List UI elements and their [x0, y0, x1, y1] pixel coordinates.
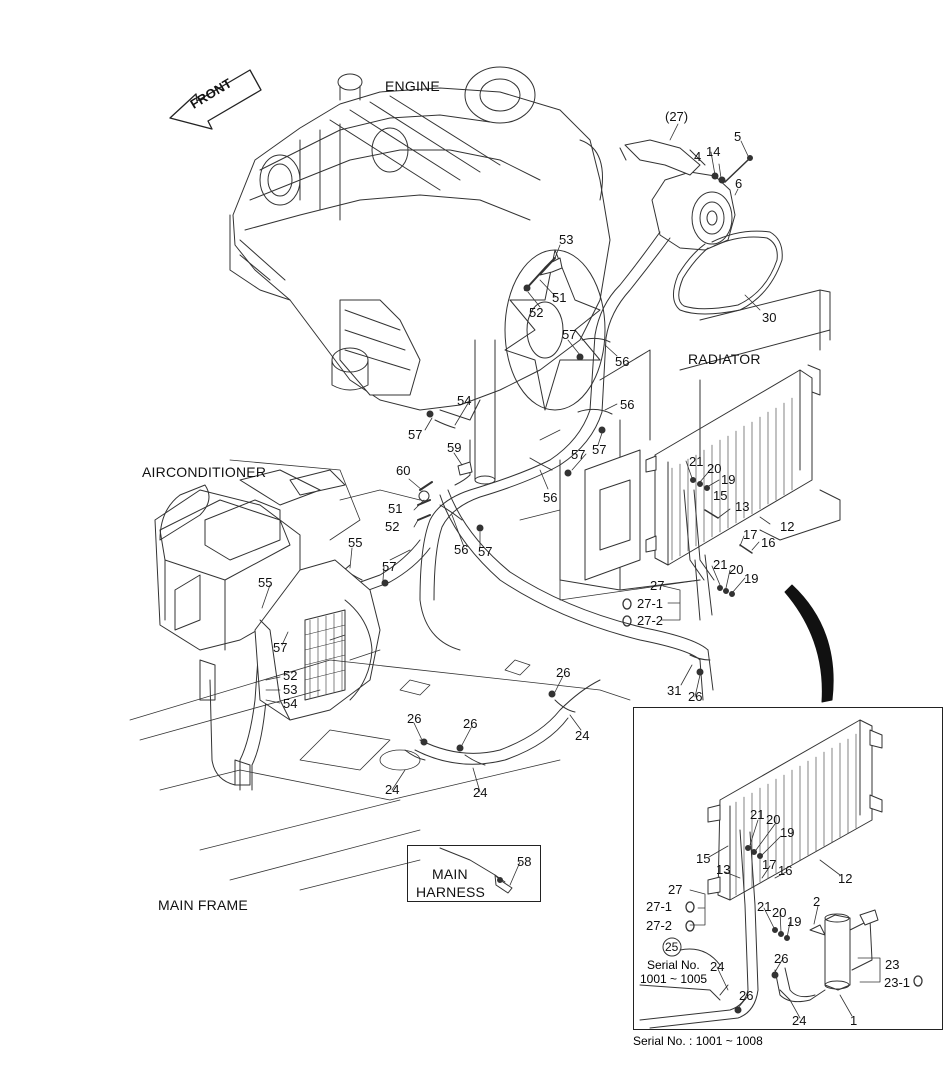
callout-57-f: 57	[382, 559, 397, 574]
callout-26-b: 26	[688, 689, 703, 704]
callout-57-d: 57	[571, 447, 586, 462]
serial-note-line1: Serial No.	[647, 958, 700, 972]
callout-19: 19	[721, 472, 736, 487]
front-arrow	[169, 69, 262, 130]
callout-16: 16	[761, 535, 776, 550]
inset-callout-21-b: 21	[757, 899, 772, 914]
callout-24-c: 24	[473, 785, 488, 800]
airconditioner-illustration	[154, 469, 381, 786]
inset-callout-27: 27	[668, 882, 683, 897]
inset-callout-27-1: 27-1	[646, 899, 673, 914]
inset-callout-15: 15	[696, 851, 711, 866]
callout-57-b: 57	[408, 427, 423, 442]
inset-callout-26-b: 26	[739, 988, 754, 1003]
callout-59: 59	[447, 440, 462, 455]
callout-60: 60	[396, 463, 411, 478]
callout-15: 15	[713, 488, 728, 503]
detail-arrow	[784, 584, 834, 703]
callout-14: 14	[706, 144, 721, 159]
callout-12: 12	[780, 519, 795, 534]
inset-callout-12: 12	[838, 871, 853, 886]
engine-label: ENGINE	[385, 78, 440, 94]
airconditioner-label: AIRCONDITIONER	[142, 464, 267, 480]
o-ring-symbols	[622, 598, 923, 987]
callout-56-c: 56	[543, 490, 558, 505]
main-harness-illustration	[439, 847, 513, 894]
main-harness-box	[407, 845, 541, 902]
radiator-label: RADIATOR	[688, 351, 761, 367]
inset-detail-frame	[633, 707, 943, 1030]
callout-30: 30	[762, 310, 777, 325]
callout-27-1: 27-1	[637, 596, 664, 611]
callout-20-b: 20	[729, 562, 744, 577]
callout-21: 21	[689, 454, 704, 469]
main-harness-label-line2: HARNESS	[416, 884, 486, 900]
callout-24-a: 24	[575, 728, 590, 743]
inset-callout-1: 1	[850, 1013, 858, 1028]
main-frame-illustration	[129, 429, 701, 891]
callout-53-ac: 53	[283, 682, 298, 697]
callout-26-a: 26	[556, 665, 571, 680]
compressor-illustration	[619, 139, 783, 315]
callout-57-g: 57	[273, 640, 288, 655]
inset-callout-16: 16	[778, 863, 793, 878]
callout-55-b: 55	[258, 575, 273, 590]
callout-56-d: 56	[454, 542, 469, 557]
main-frame-label: MAIN FRAME	[158, 897, 248, 913]
callout-58: 58	[517, 854, 532, 869]
callout-4: 4	[694, 149, 702, 164]
callout-27-2: 27-2	[637, 613, 664, 628]
inset-callout-23: 23	[885, 957, 900, 972]
inset-callout-17: 17	[762, 857, 777, 872]
inset-callout-19-b: 19	[787, 914, 802, 929]
callout-13: 13	[735, 499, 750, 514]
inset-callout-24-a: 24	[710, 959, 725, 974]
inset-callout-27-2: 27-2	[646, 918, 673, 933]
leader-lines	[261, 123, 881, 1019]
callout-6: 6	[735, 176, 743, 191]
callout-57-a: 57	[562, 327, 577, 342]
callout-52-ac: 52	[283, 668, 298, 683]
callout-53: 53	[559, 232, 574, 247]
callout-57-e: 57	[478, 544, 493, 559]
callout-26-c: 26	[407, 711, 422, 726]
inset-callout-26-a: 26	[774, 951, 789, 966]
callout-27-paren: (27)	[665, 109, 689, 124]
inset-callout-2: 2	[813, 894, 821, 909]
main-harness-label-line1: MAIN	[432, 866, 468, 882]
callout-52-upper: 52	[529, 305, 544, 320]
callout-17: 17	[743, 527, 758, 542]
callout-19-b: 19	[744, 571, 759, 586]
callout-51-lower: 51	[388, 501, 403, 516]
inset-callout-19: 19	[780, 825, 795, 840]
callout-5: 5	[734, 129, 742, 144]
callout-51-upper: 51	[552, 290, 567, 305]
inset-callout-24-b: 24	[792, 1013, 807, 1028]
condenser-illustration	[559, 289, 841, 597]
callout-circle-25	[662, 937, 682, 957]
callout-54: 54	[457, 393, 472, 408]
callout-20: 20	[707, 461, 722, 476]
inset-callout-25: 25	[665, 940, 679, 954]
callout-56-b: 56	[620, 397, 635, 412]
callout-54-ac: 54	[283, 696, 298, 711]
callout-21-b: 21	[713, 557, 728, 572]
serial-note-line2: 1001 ~ 1005	[640, 972, 708, 986]
callout-52-lower: 52	[385, 519, 400, 534]
callout-56-a: 56	[615, 354, 630, 369]
engine-illustration	[229, 66, 611, 485]
callout-57-c: 57	[592, 442, 607, 457]
inset-callout-21: 21	[750, 807, 765, 822]
callout-55-a: 55	[348, 535, 363, 550]
inset-callout-20: 20	[766, 812, 781, 827]
serial-number-footnote: Serial No. : 1001 ~ 1008	[633, 1034, 763, 1048]
callout-27: 27	[650, 578, 665, 593]
inset-callout-20-b: 20	[772, 905, 787, 920]
callout-24-b: 24	[385, 782, 400, 797]
inset-callout-13: 13	[716, 862, 731, 877]
callout-31: 31	[667, 683, 682, 698]
inset-callout-23-1: 23-1	[884, 975, 911, 990]
callout-26-d: 26	[463, 716, 478, 731]
